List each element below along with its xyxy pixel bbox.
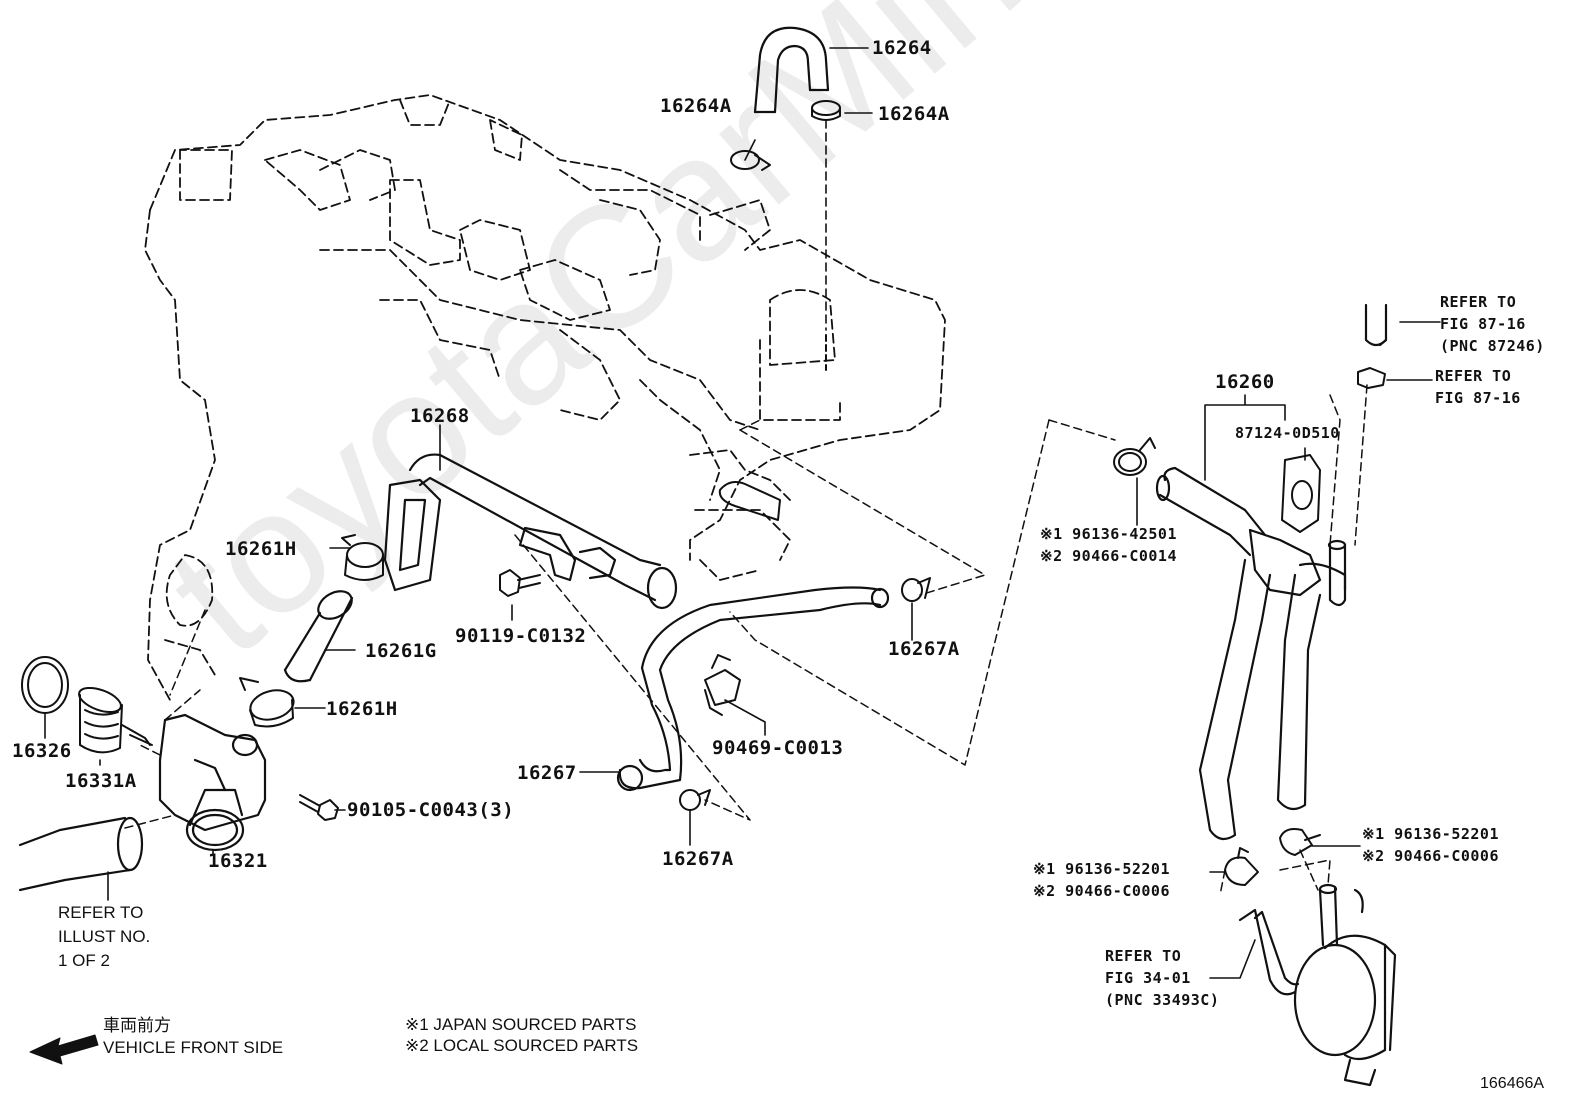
front-arrow-icon — [29, 1034, 99, 1065]
label-16321: 16321 — [208, 850, 268, 872]
label-16326: 16326 — [12, 740, 72, 762]
label-16261G: 16261G — [365, 640, 437, 662]
label-16261H-top: 16261H — [225, 538, 297, 560]
clamp-16264A-right — [811, 100, 841, 121]
thermostat-16331A — [78, 686, 153, 754]
dashed-assembly-lines — [124, 384, 1368, 896]
clamp-16261H-upper — [341, 534, 384, 581]
label-vehicle-front: 車両前方 VEHICLE FRONT SIDE — [103, 1016, 284, 1057]
label-87124-0D510: 87124-0D510 — [1235, 424, 1340, 442]
engine-nipple-stubs — [718, 334, 827, 521]
label-16267A-right: 16267A — [888, 638, 960, 660]
label-16331A: 16331A — [65, 770, 137, 792]
label-clamp-lower-left: ※1 96136-52201 ※2 90466-C0006 — [1033, 860, 1170, 900]
engine-outline — [144, 94, 946, 701]
oil-cooler — [1238, 883, 1397, 1087]
clamp-lower-left — [1224, 847, 1259, 886]
bolt-90105 — [299, 794, 339, 821]
label-16264: 16264 — [872, 37, 932, 59]
clamp-96136-42501 — [1113, 437, 1156, 476]
label-16261H-bottom: 16261H — [326, 698, 398, 720]
clamp-87-16 — [1357, 367, 1386, 389]
figure-id: 166466A — [1480, 1075, 1545, 1092]
label-90469-C0013: 90469-C0013 — [712, 737, 844, 759]
gasket-16326 — [21, 656, 69, 714]
label-refer-illust: REFER TO ILLUST NO. 1 OF 2 — [58, 903, 151, 970]
hose-16261G — [283, 590, 354, 683]
clamp-90469 — [704, 654, 741, 716]
hose-refer-illust — [18, 816, 144, 892]
hose-16264 — [753, 26, 830, 114]
label-clamp-lower-right: ※1 96136-52201 ※2 90466-C0006 — [1362, 825, 1499, 865]
label-90105-C0043: 90105-C0043(3) — [347, 799, 515, 821]
label-refer-fig87-pnc87246: REFER TO FIG 87-16 (PNC 87246) — [1440, 293, 1545, 355]
label-clamp-96136-42501: ※1 96136-42501 ※2 90466-C0014 — [1040, 525, 1177, 565]
legend-sourced-parts: ※1 JAPAN SOURCED PARTS ※2 LOCAL SOURCED … — [405, 1015, 639, 1055]
label-refer-fig87-clamp: REFER TO FIG 87-16 — [1435, 367, 1521, 407]
leader-lines — [44, 47, 1441, 979]
label-16260: 16260 — [1215, 371, 1275, 393]
hose-16267 — [616, 586, 890, 792]
clamp-16261H-lower — [239, 677, 295, 728]
hose-stub-87246 — [1364, 303, 1388, 347]
label-16268: 16268 — [410, 405, 470, 427]
clamp-lower-right — [1279, 828, 1321, 856]
bolt-90119 — [499, 569, 541, 597]
clamp-16264A-left — [730, 150, 771, 171]
label-90119-C0132: 90119-C0132 — [455, 625, 587, 647]
label-refer-fig34: REFER TO FIG 34-01 (PNC 33493C) — [1105, 947, 1220, 1009]
label-16264A-right: 16264A — [878, 103, 950, 125]
hose-assembly-16260 — [1155, 466, 1347, 841]
label-16267A-bottom: 16267A — [662, 848, 734, 870]
inlet-16321 — [158, 713, 267, 852]
label-16264A-left: 16264A — [660, 95, 732, 117]
clamp-16267A-right — [901, 577, 931, 602]
clip-87124 — [1281, 454, 1321, 533]
label-16267: 16267 — [517, 762, 577, 784]
